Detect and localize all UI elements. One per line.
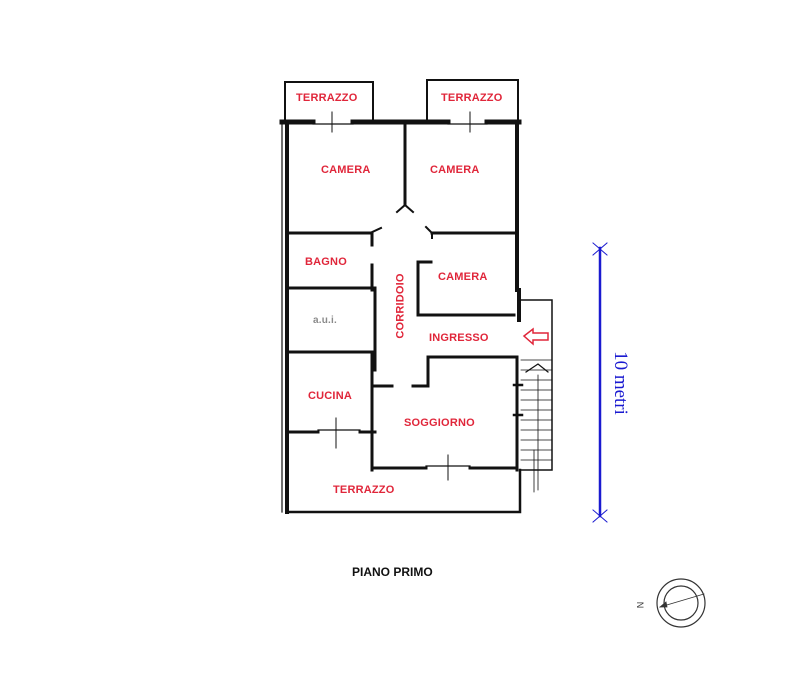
- room-label-camera-nw: CAMERA: [321, 164, 371, 176]
- scale-bar: [592, 242, 608, 523]
- staircase: [512, 299, 553, 493]
- room-label-terrazzo-ne: TERRAZZO: [441, 92, 503, 104]
- north-compass-icon: [656, 578, 706, 628]
- room-label-camera-ne: CAMERA: [430, 164, 480, 176]
- room-label-cucina: CUCINA: [308, 390, 352, 402]
- room-label-bagno: BAGNO: [305, 256, 347, 268]
- compass-north-label: N: [635, 601, 646, 609]
- room-label-terrazzo-s: TERRAZZO: [333, 484, 395, 496]
- terrace-nw-outline: [284, 81, 374, 121]
- terrace-ne-outline: [426, 79, 519, 121]
- room-label-terrazzo-nw: TERRAZZO: [296, 92, 358, 104]
- room-label-corridoio: CORRIDOIO: [394, 273, 407, 339]
- room-label-ingresso: INGRESSO: [429, 332, 489, 344]
- scale-bar-label: 10 metri: [609, 351, 631, 415]
- room-label-soggiorno: SOGGIORNO: [404, 417, 475, 429]
- room-label-aui: a.u.i.: [313, 315, 337, 326]
- floor-title: PIANO PRIMO: [352, 565, 433, 579]
- room-label-camera-e: CAMERA: [438, 271, 488, 283]
- entrance-arrow-icon: [522, 327, 549, 346]
